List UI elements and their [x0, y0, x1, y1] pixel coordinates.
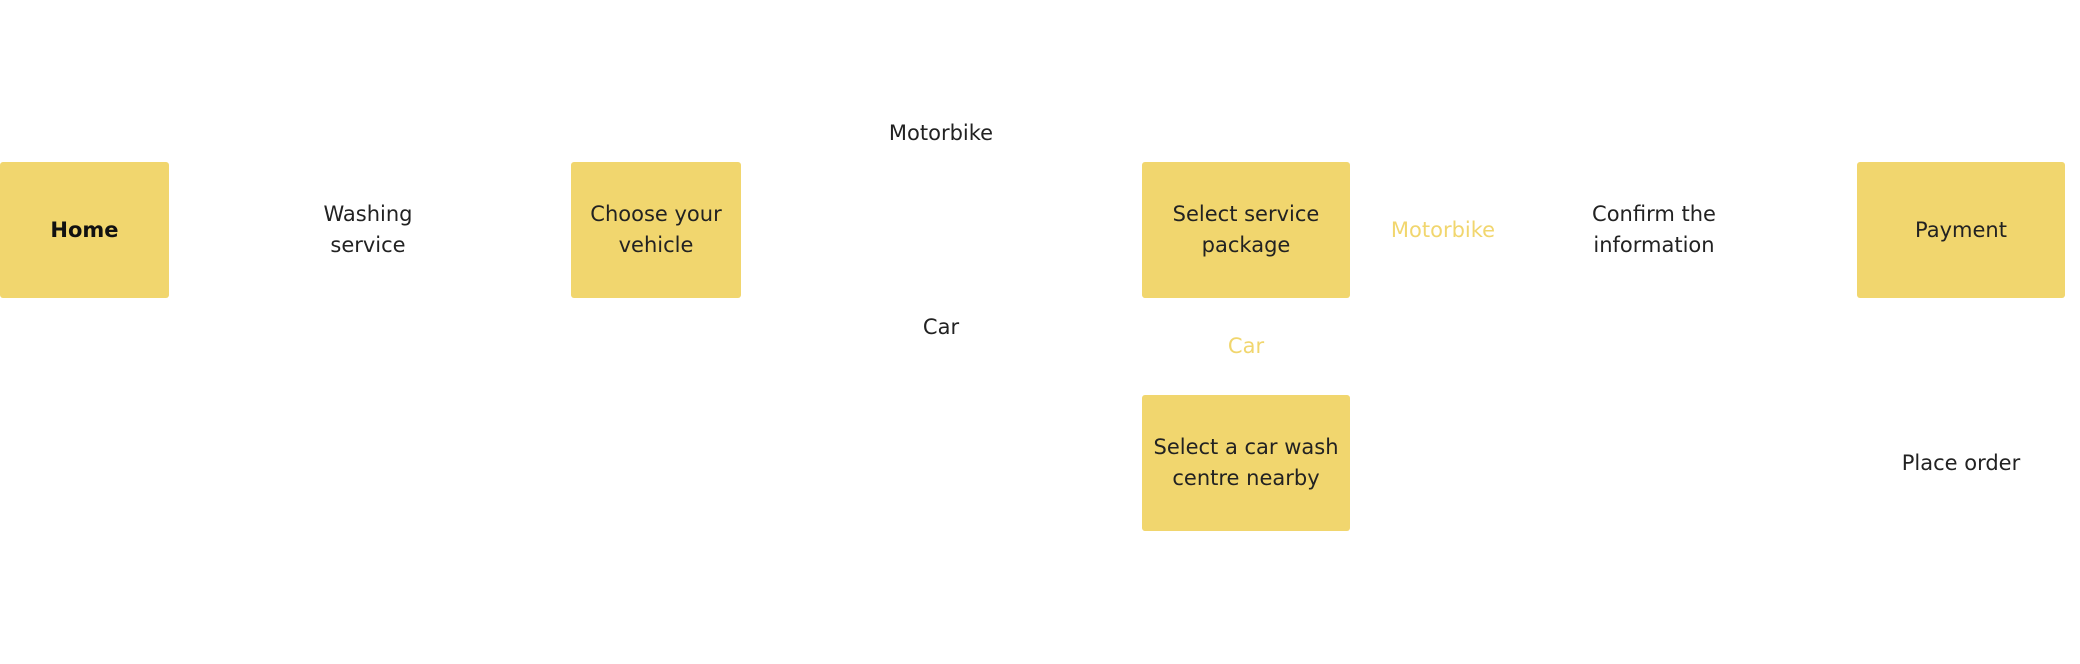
edge-label-car-accent-text: Car — [1227, 334, 1265, 358]
edge-label-car-text: Car — [922, 315, 960, 339]
node-select-car-wash-centre-label: Select a car wash centre nearby — [1153, 435, 1339, 490]
node-select-service-package: Select service package — [1142, 162, 1350, 298]
node-payment: Payment — [1857, 162, 2065, 298]
node-choose-vehicle-label: Choose your vehicle — [590, 202, 722, 257]
node-select-car-wash-centre: Select a car wash centre nearby — [1142, 395, 1350, 531]
edge-label-motorbike-text: Motorbike — [888, 121, 994, 145]
node-select-service-package-label: Select service package — [1172, 202, 1320, 257]
edge-label-car: Car — [900, 312, 982, 343]
edge-label-place-order: Place order — [1896, 448, 2026, 479]
edge-label-washing-service: Washing service — [308, 199, 428, 261]
edge-label-confirm-information-text: Confirm the information — [1592, 202, 1716, 257]
edge-label-car-accent: Car — [1206, 331, 1286, 362]
edge-label-washing-service-text: Washing service — [323, 202, 413, 257]
node-home: Home — [0, 162, 169, 298]
node-home-label: Home — [50, 217, 119, 242]
edge-label-place-order-text: Place order — [1901, 451, 2021, 475]
node-choose-vehicle: Choose your vehicle — [571, 162, 741, 298]
node-payment-label: Payment — [1915, 217, 2007, 242]
edge-label-motorbike-accent-text: Motorbike — [1390, 218, 1496, 242]
edge-label-confirm-information: Confirm the information — [1584, 199, 1724, 261]
edge-label-motorbike: Motorbike — [880, 118, 1002, 149]
edge-label-motorbike-accent: Motorbike — [1385, 215, 1501, 246]
